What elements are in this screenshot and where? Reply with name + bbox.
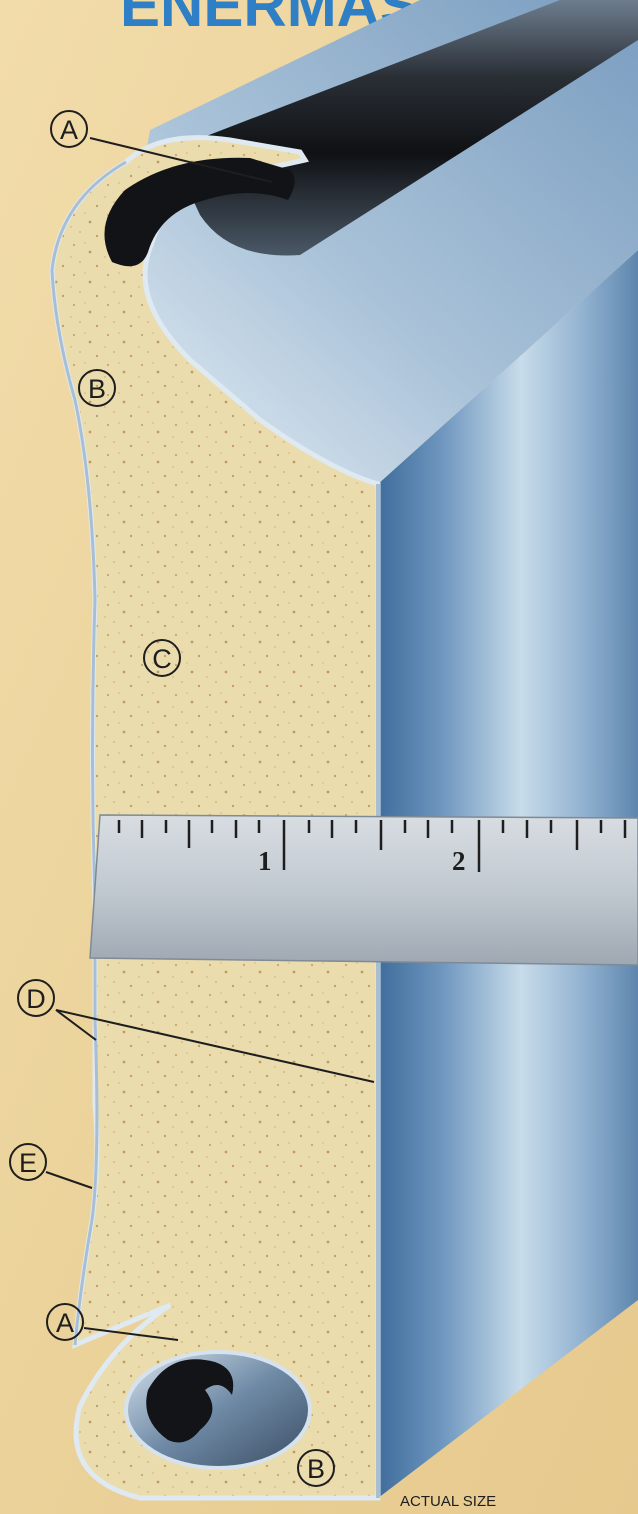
ruler: 1 2 <box>90 815 638 965</box>
svg-text:E: E <box>19 1148 37 1178</box>
svg-text:A: A <box>56 1308 74 1338</box>
actual-size-caption: ACTUAL SIZE <box>400 1493 496 1510</box>
svg-text:C: C <box>152 644 172 674</box>
svg-text:A: A <box>60 115 78 145</box>
ruler-mark-1: 1 <box>258 846 272 876</box>
ruler-mark-2: 2 <box>452 846 466 876</box>
svg-text:B: B <box>88 374 106 404</box>
svg-text:D: D <box>26 984 46 1014</box>
svg-text:B: B <box>307 1454 325 1484</box>
